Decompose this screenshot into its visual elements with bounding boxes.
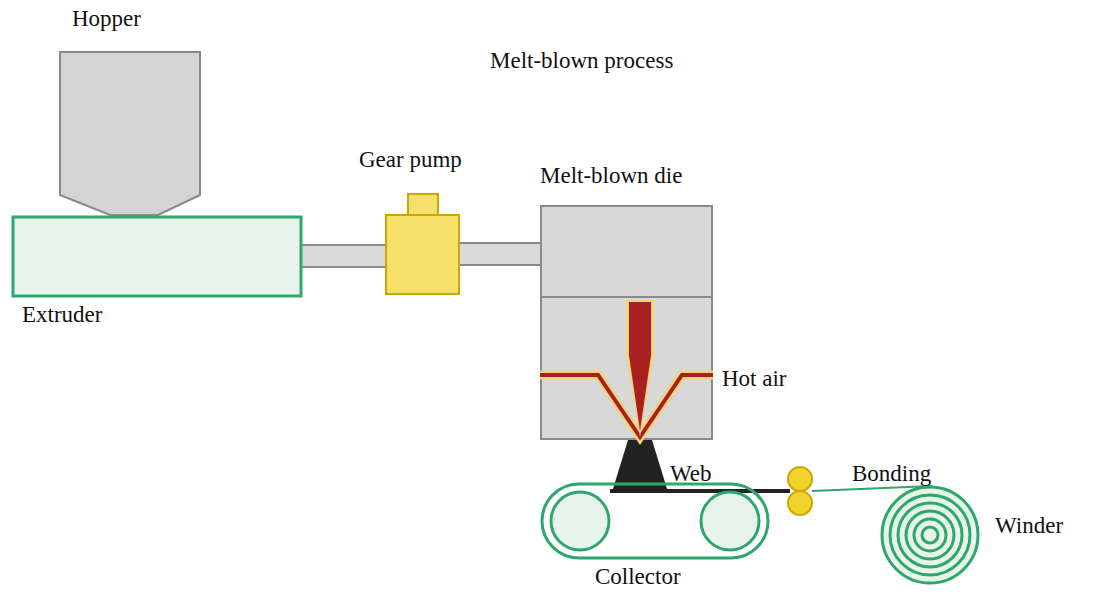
web-line	[610, 489, 790, 493]
nozzle	[629, 302, 651, 431]
hopper-body	[60, 52, 200, 215]
roll-winding	[922, 527, 938, 543]
pipe-wall	[460, 242, 540, 266]
winder-node: Winder	[880, 485, 980, 585]
part-name: Hopper	[72, 6, 141, 31]
part-name: Extruder	[22, 302, 102, 327]
die-shape	[540, 205, 713, 440]
part-name: Winder	[995, 513, 1063, 538]
bonding-roller	[788, 491, 812, 515]
die-node: Melt-blown die	[540, 205, 713, 440]
pump-node: Gear pump	[385, 193, 460, 295]
pipe-core	[302, 246, 385, 266]
roll-winding	[898, 503, 962, 567]
bonding-label: Bonding	[852, 461, 931, 486]
roll-winding	[914, 519, 946, 551]
hot-air-glow	[540, 375, 713, 437]
web-label: Web	[670, 461, 712, 486]
belt-roller	[551, 492, 609, 550]
die-body	[541, 206, 712, 439]
hot-air-label: Hot air	[722, 366, 787, 391]
pipe-core	[460, 244, 540, 264]
pump-shape	[385, 193, 460, 295]
pump-nub	[408, 194, 438, 216]
extruder-barrel	[13, 217, 301, 296]
melt-pipe	[460, 254, 540, 255]
die-divider	[541, 296, 712, 298]
part-name: Collector	[595, 564, 681, 589]
pump-body	[386, 215, 459, 294]
winder-shape	[880, 485, 980, 585]
pipe-wall	[302, 244, 385, 268]
part-name: Gear pump	[359, 147, 462, 172]
extruder-node: Extruder	[12, 216, 302, 297]
roll-winding	[906, 511, 954, 559]
part-name: Melt-blown die	[540, 163, 682, 188]
belt	[542, 484, 768, 558]
diagram-title: Melt-blown process	[490, 48, 673, 73]
belt-roller	[701, 492, 759, 550]
roll-winding	[882, 487, 978, 583]
extruder-shape	[12, 216, 302, 297]
collector-node: Collector	[540, 482, 770, 560]
melt-pipe	[302, 256, 385, 257]
roll-winding	[890, 495, 970, 575]
bonding-roller	[788, 467, 812, 491]
nozzle-glow	[626, 300, 654, 437]
hopper-node: Hopper	[60, 52, 200, 217]
collector-shape	[540, 482, 770, 560]
hopper-shape	[60, 52, 200, 217]
hot-air-channel	[540, 375, 713, 437]
